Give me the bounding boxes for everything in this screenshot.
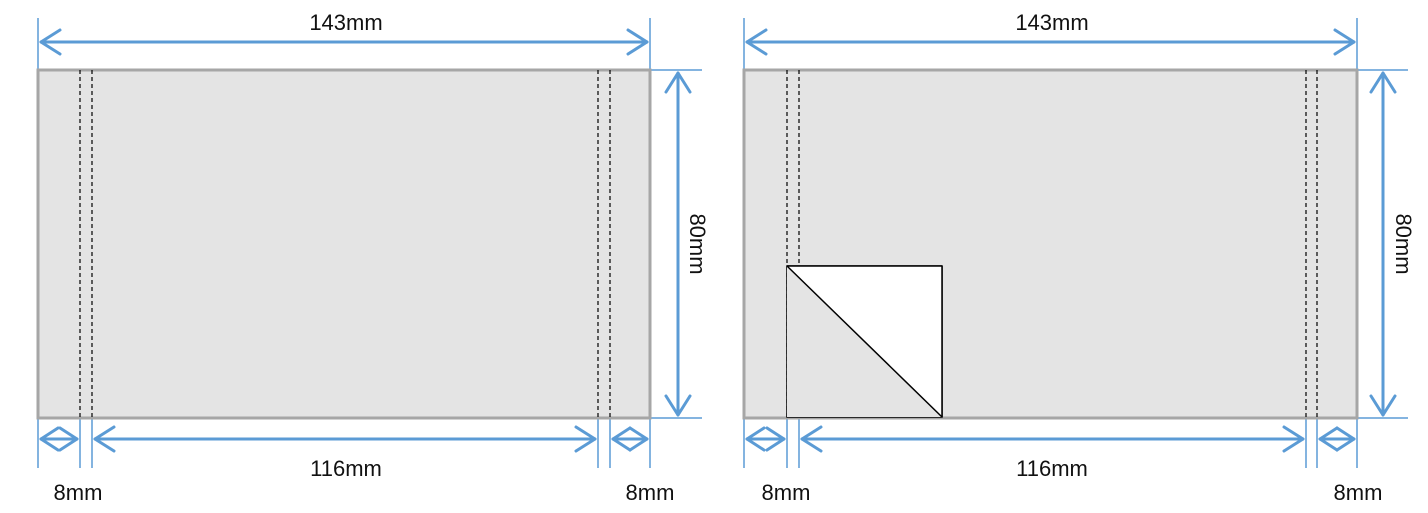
label-height: 80mm bbox=[1391, 213, 1416, 274]
panel bbox=[36, 68, 652, 420]
corner-flap bbox=[786, 265, 943, 418]
label-inner-width: 116mm bbox=[310, 456, 382, 481]
arrow-inner-width bbox=[93, 425, 597, 453]
arrow-right-margin bbox=[611, 426, 649, 452]
arrow-left-margin bbox=[745, 426, 786, 452]
label-right-margin: 8mm bbox=[626, 480, 675, 505]
arrow-top-width bbox=[745, 28, 1356, 56]
label-height: 80mm bbox=[685, 213, 710, 274]
label-top-width: 143mm bbox=[309, 10, 382, 35]
dimension-arrows bbox=[39, 28, 692, 453]
diagram-right: 143mm 80mm 116mm 8mm 8mm bbox=[742, 10, 1416, 505]
flap-diagonal bbox=[786, 265, 943, 418]
arrow-left-margin bbox=[39, 426, 79, 452]
fold-lines bbox=[79, 70, 611, 418]
label-top-width: 143mm bbox=[1015, 10, 1088, 35]
arrow-top-width bbox=[39, 28, 649, 56]
label-inner-width: 116mm bbox=[1016, 456, 1088, 481]
arrow-height bbox=[664, 71, 692, 417]
arrow-inner-width bbox=[800, 425, 1305, 453]
diagram-left: 143mm 80mm 116mm 8mm 8mm bbox=[36, 10, 710, 505]
label-right-margin: 8mm bbox=[1334, 480, 1383, 505]
extension-lines bbox=[37, 18, 702, 468]
label-left-margin: 8mm bbox=[762, 480, 811, 505]
arrow-height bbox=[1369, 71, 1397, 417]
arrow-right-margin bbox=[1318, 426, 1356, 452]
dimension-arrows bbox=[745, 28, 1397, 453]
extension-lines bbox=[743, 18, 1408, 468]
label-left-margin: 8mm bbox=[54, 480, 103, 505]
